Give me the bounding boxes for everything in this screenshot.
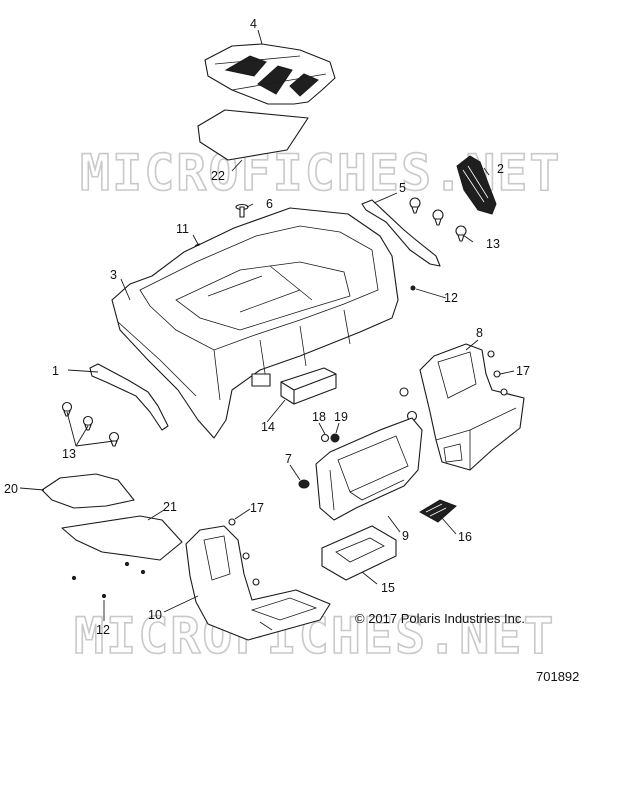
- part-3-bed: [111, 207, 399, 439]
- callout-21: 21: [163, 500, 177, 514]
- part-13-rivets-upper: [409, 197, 467, 242]
- callouts: 4 22 2 5 6 11 13 3 12 1 8 17 18 19 14 13…: [4, 17, 530, 637]
- part-5-trim: [361, 199, 441, 267]
- callout-7: 7: [285, 452, 292, 466]
- part-fasteners-mid: [298, 387, 418, 489]
- part-16-latch: [419, 499, 457, 523]
- callout-12-lower: 12: [96, 623, 110, 637]
- callout-1: 1: [52, 364, 59, 378]
- callout-5: 5: [399, 181, 406, 195]
- callout-10: 10: [148, 608, 162, 622]
- callout-15: 15: [381, 581, 395, 595]
- callout-12-upper: 12: [444, 291, 458, 305]
- callout-4: 4: [250, 17, 257, 31]
- leader-lines: [19, 29, 515, 621]
- document-number: 701892: [536, 669, 580, 684]
- callout-16: 16: [458, 530, 472, 544]
- callout-14: 14: [261, 420, 275, 434]
- part-22-pad: [197, 109, 309, 161]
- callout-13-upper: 13: [486, 237, 500, 251]
- part-9-tray: [315, 417, 423, 521]
- part-17-nuts-lower: [228, 518, 260, 586]
- part-1-rail: [89, 363, 169, 431]
- part-15-plate: [321, 525, 397, 581]
- callout-11: 11: [176, 222, 189, 236]
- part-2-panel: [456, 155, 497, 215]
- callout-2: 2: [497, 162, 504, 176]
- part-13-rivets-lower: [61, 401, 120, 447]
- part-20-panel: [41, 473, 135, 509]
- callout-22: 22: [211, 169, 225, 183]
- callout-17-upper: 17: [516, 364, 530, 378]
- callout-18: 18: [312, 410, 326, 424]
- callout-13-lower: 13: [62, 447, 76, 461]
- callout-9: 9: [402, 529, 409, 543]
- callout-6: 6: [266, 197, 273, 211]
- callout-8: 8: [476, 326, 483, 340]
- part-21-floor-panel: [61, 515, 183, 561]
- part-12-screws: [71, 285, 416, 599]
- callout-20: 20: [4, 482, 18, 496]
- part-6-bolt: [235, 203, 249, 218]
- part-17-nuts-upper: [487, 350, 508, 396]
- part-10-lower-tray: [185, 525, 331, 641]
- copyright-notice: © 2017 Polaris Industries Inc.: [355, 611, 525, 626]
- callout-19: 19: [334, 410, 348, 424]
- part-4-cover: [204, 43, 336, 105]
- callout-3: 3: [110, 268, 117, 282]
- callout-17-lower: 17: [250, 501, 264, 515]
- part-8-storage-box: [419, 343, 525, 471]
- part-14-block: [280, 367, 337, 405]
